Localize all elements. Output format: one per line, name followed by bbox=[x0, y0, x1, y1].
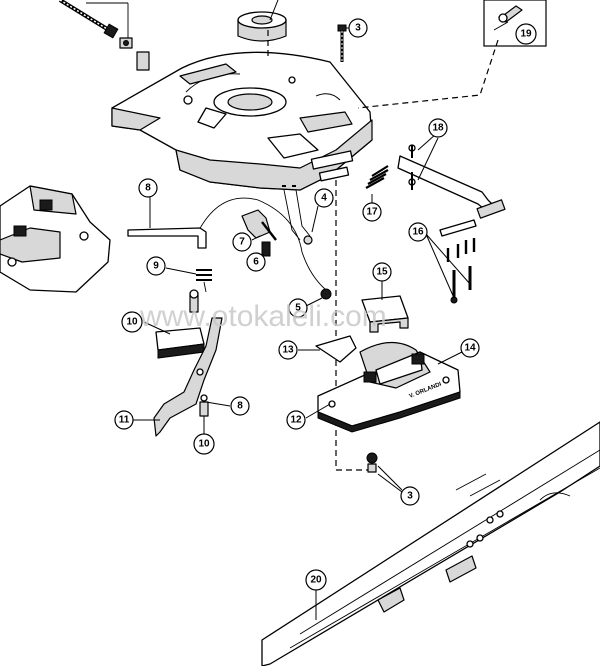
rod-8-top bbox=[127, 227, 207, 249]
callout-12: 12 bbox=[286, 410, 306, 430]
hooks-4 bbox=[282, 185, 319, 245]
svg-text:18: 18 bbox=[432, 123, 444, 134]
callout-11: 11 bbox=[114, 410, 134, 430]
svg-text:3: 3 bbox=[407, 491, 413, 502]
svg-text:15: 15 bbox=[376, 267, 388, 278]
svg-text:16: 16 bbox=[412, 227, 424, 238]
callout-4: 4 bbox=[314, 188, 334, 208]
pins-springs-16 bbox=[439, 219, 477, 304]
chassis-rail-20 bbox=[261, 421, 600, 666]
svg-text:8: 8 bbox=[237, 401, 243, 412]
bracket-7 bbox=[241, 209, 277, 257]
callout-5: 5 bbox=[288, 298, 308, 318]
svg-text:19: 19 bbox=[520, 29, 532, 40]
wedge-13 bbox=[315, 335, 357, 363]
side-mount-bracket bbox=[0, 185, 111, 293]
callout-8-top: 8 bbox=[138, 178, 158, 198]
leader-lines bbox=[132, 21, 509, 620]
svg-text:10: 10 bbox=[198, 439, 210, 450]
svg-text:14: 14 bbox=[464, 343, 476, 354]
svg-text:13: 13 bbox=[282, 345, 294, 356]
svg-text:7: 7 bbox=[239, 237, 245, 248]
svg-text:4: 4 bbox=[321, 193, 327, 204]
svg-text:5: 5 bbox=[295, 303, 301, 314]
threaded-rod bbox=[58, 0, 150, 71]
svg-text:8: 8 bbox=[145, 183, 151, 194]
callout-10-bottom: 10 bbox=[193, 433, 215, 455]
callout-19: 19 bbox=[515, 23, 537, 45]
callout-18: 18 bbox=[428, 118, 448, 138]
handle-19 bbox=[483, 0, 547, 47]
callout-10-top: 10 bbox=[121, 311, 143, 333]
svg-text:10: 10 bbox=[126, 317, 138, 328]
svg-text:12: 12 bbox=[290, 415, 302, 426]
callout-13: 13 bbox=[278, 340, 298, 360]
svg-text:6: 6 bbox=[253, 257, 259, 268]
callout-6: 6 bbox=[246, 252, 266, 272]
svg-text:9: 9 bbox=[153, 261, 159, 272]
bracket-15 bbox=[361, 295, 409, 333]
top-bushing bbox=[237, 0, 287, 42]
spring-9 bbox=[196, 269, 212, 293]
svg-text:3: 3 bbox=[355, 23, 361, 34]
callout-9: 9 bbox=[146, 256, 166, 276]
spring-17 bbox=[365, 165, 389, 204]
callouts: 3 19 18 8 4 7 6 17 16 9 5 15 10 13 14 11… bbox=[114, 18, 537, 591]
callout-7: 7 bbox=[232, 232, 252, 252]
release-lever-18 bbox=[397, 133, 506, 219]
release-cable bbox=[197, 197, 332, 300]
callout-8-bottom: 8 bbox=[230, 396, 250, 416]
bolt-3-bottom bbox=[366, 452, 403, 493]
callout-16: 16 bbox=[408, 222, 428, 242]
slide-base-plate: V. ORLANDI bbox=[317, 341, 461, 433]
svg-text:20: 20 bbox=[310, 575, 322, 586]
callout-15: 15 bbox=[372, 262, 392, 282]
svg-text:11: 11 bbox=[119, 415, 130, 426]
fifth-wheel-plate bbox=[111, 51, 373, 191]
callout-14: 14 bbox=[460, 338, 480, 358]
callout-17: 17 bbox=[362, 202, 382, 222]
callout-20: 20 bbox=[305, 569, 327, 591]
callout-3-bottom: 3 bbox=[400, 486, 420, 506]
lever-arm-11 bbox=[153, 317, 223, 437]
callout-3-top: 3 bbox=[348, 18, 368, 38]
svg-text:17: 17 bbox=[366, 207, 378, 218]
watermark-text: www.otokaleli.com bbox=[139, 300, 387, 333]
